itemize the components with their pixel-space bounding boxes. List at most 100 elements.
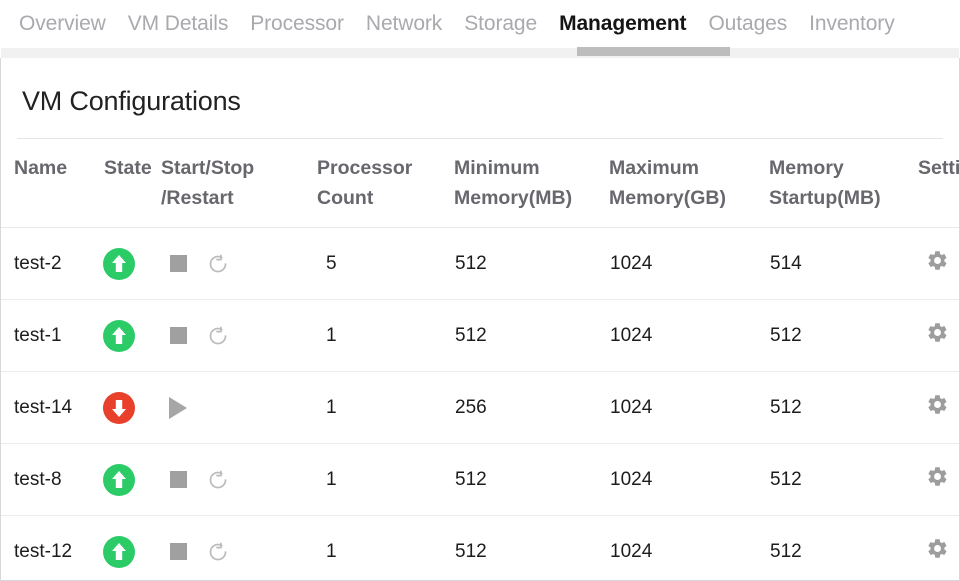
stop-icon[interactable] <box>167 325 189 347</box>
tab-network[interactable]: Network <box>365 12 443 35</box>
tab-bar: Overview VM Details Processor Network Storag… <box>0 0 960 48</box>
cell-maximum-memory: 1024 <box>604 299 764 372</box>
cell-maximum-memory: 1024 <box>604 371 764 444</box>
cell-minimum-memory: 512 <box>449 443 604 516</box>
cell-state <box>102 371 161 444</box>
column-header-memory-startup: Memory Startup(MB) <box>764 139 914 228</box>
cell-state <box>102 227 161 300</box>
action-button-group <box>167 444 313 515</box>
column-header-actions-line2: /Restart <box>161 187 234 209</box>
tab-outages[interactable]: Outages <box>708 12 788 35</box>
stop-square <box>169 327 187 344</box>
stop-icon[interactable] <box>167 469 189 491</box>
cell-settings <box>914 443 959 516</box>
column-header-max-memory-line1: Maximum <box>609 157 699 179</box>
settings-gear-icon[interactable] <box>926 323 949 349</box>
column-header-name: Name <box>1 139 102 228</box>
stop-icon[interactable] <box>167 253 189 275</box>
restart-icon[interactable] <box>207 325 229 347</box>
restart-icon[interactable] <box>207 253 229 275</box>
tab-bar-underline <box>1 48 959 58</box>
vm-configurations-card: VM Configurations Name State Start/Stop … <box>0 58 960 581</box>
column-header-processor-count: Processor Count <box>313 139 449 228</box>
cell-vm-name: test-2 <box>1 227 102 300</box>
state-stopped-icon <box>103 391 135 424</box>
cell-memory-startup: 512 <box>764 443 914 516</box>
cell-processor-count: 1 <box>313 443 449 516</box>
cell-settings <box>914 516 959 581</box>
cell-state <box>102 443 161 516</box>
column-header-minimum-memory: Minimum Memory(MB) <box>449 139 604 228</box>
cell-settings <box>914 299 959 372</box>
cell-actions <box>161 299 313 372</box>
cell-minimum-memory: 256 <box>449 371 604 444</box>
tab-vm-details[interactable]: VM Details <box>127 12 229 35</box>
cell-minimum-memory: 512 <box>455 540 487 562</box>
cell-maximum-memory: 1024 <box>604 443 764 516</box>
cell-settings <box>914 371 959 444</box>
cell-minimum-memory: 512 <box>449 227 604 300</box>
column-header-maximum-memory: Maximum Memory(GB) <box>604 139 764 228</box>
column-header-state: State <box>102 139 161 228</box>
column-header-actions-line1: Start/Stop <box>161 157 255 179</box>
cell-state <box>102 299 161 372</box>
play-triangle <box>169 396 187 419</box>
cell-vm-name: test-8 <box>1 443 102 516</box>
cell-state <box>102 516 161 581</box>
restart-icon[interactable] <box>207 469 229 491</box>
stop-square <box>169 255 187 272</box>
cell-settings <box>914 227 959 300</box>
cell-memory-startup: 512 <box>764 299 914 372</box>
cell-processor-count: 5 <box>313 227 449 300</box>
table-header: Name State Start/Stop /Restart Processor… <box>1 139 959 228</box>
column-header-startup-line2: Startup(MB) <box>769 187 881 209</box>
start-icon[interactable] <box>167 396 189 419</box>
active-tab-indicator <box>577 47 730 56</box>
column-header-min-memory-line2: Memory(MB) <box>454 187 573 209</box>
cell-memory-startup: 512 <box>764 371 914 444</box>
action-button-group <box>167 300 313 371</box>
column-header-settings: Settings <box>914 139 959 228</box>
cell-vm-name: test-12 <box>14 540 73 562</box>
vm-configurations-table: Name State Start/Stop /Restart Processor… <box>1 139 959 581</box>
action-button-group <box>167 372 313 443</box>
column-header-processor-line2: Count <box>317 187 374 209</box>
action-button-group <box>167 516 313 580</box>
settings-gear-icon[interactable] <box>926 539 949 565</box>
settings-gear-icon[interactable] <box>926 251 949 277</box>
tab-management[interactable]: Management <box>559 12 687 35</box>
page-title: VM Configurations <box>22 86 241 116</box>
cell-actions <box>161 227 313 300</box>
cell-vm-name: test-14 <box>1 371 102 444</box>
cell-memory-startup: 512 <box>770 540 802 562</box>
settings-gear-icon[interactable] <box>926 395 949 421</box>
column-header-processor-line1: Processor <box>317 157 413 179</box>
stop-icon[interactable] <box>167 541 189 563</box>
state-running-icon <box>103 535 135 568</box>
action-button-group <box>167 228 313 299</box>
state-running-icon <box>103 247 135 280</box>
cell-actions <box>161 516 313 581</box>
tab-overview[interactable]: Overview <box>19 12 106 35</box>
cell-processor-count: 1 <box>313 299 449 372</box>
cell-actions <box>161 443 313 516</box>
cell-processor-count: 1 <box>326 540 337 562</box>
restart-icon[interactable] <box>207 541 229 563</box>
tab-storage[interactable]: Storage <box>464 12 538 35</box>
stop-square <box>169 543 187 560</box>
cell-memory-startup: 514 <box>764 227 914 300</box>
stop-square <box>169 471 187 488</box>
state-running-icon <box>103 463 135 496</box>
tab-processor[interactable]: Processor <box>250 12 344 35</box>
settings-gear-icon[interactable] <box>926 467 949 493</box>
column-header-startup-line1: Memory <box>769 157 844 179</box>
column-header-max-memory-line2: Memory(GB) <box>609 187 727 209</box>
tab-inventory[interactable]: Inventory <box>809 12 895 35</box>
cell-actions <box>161 371 313 444</box>
